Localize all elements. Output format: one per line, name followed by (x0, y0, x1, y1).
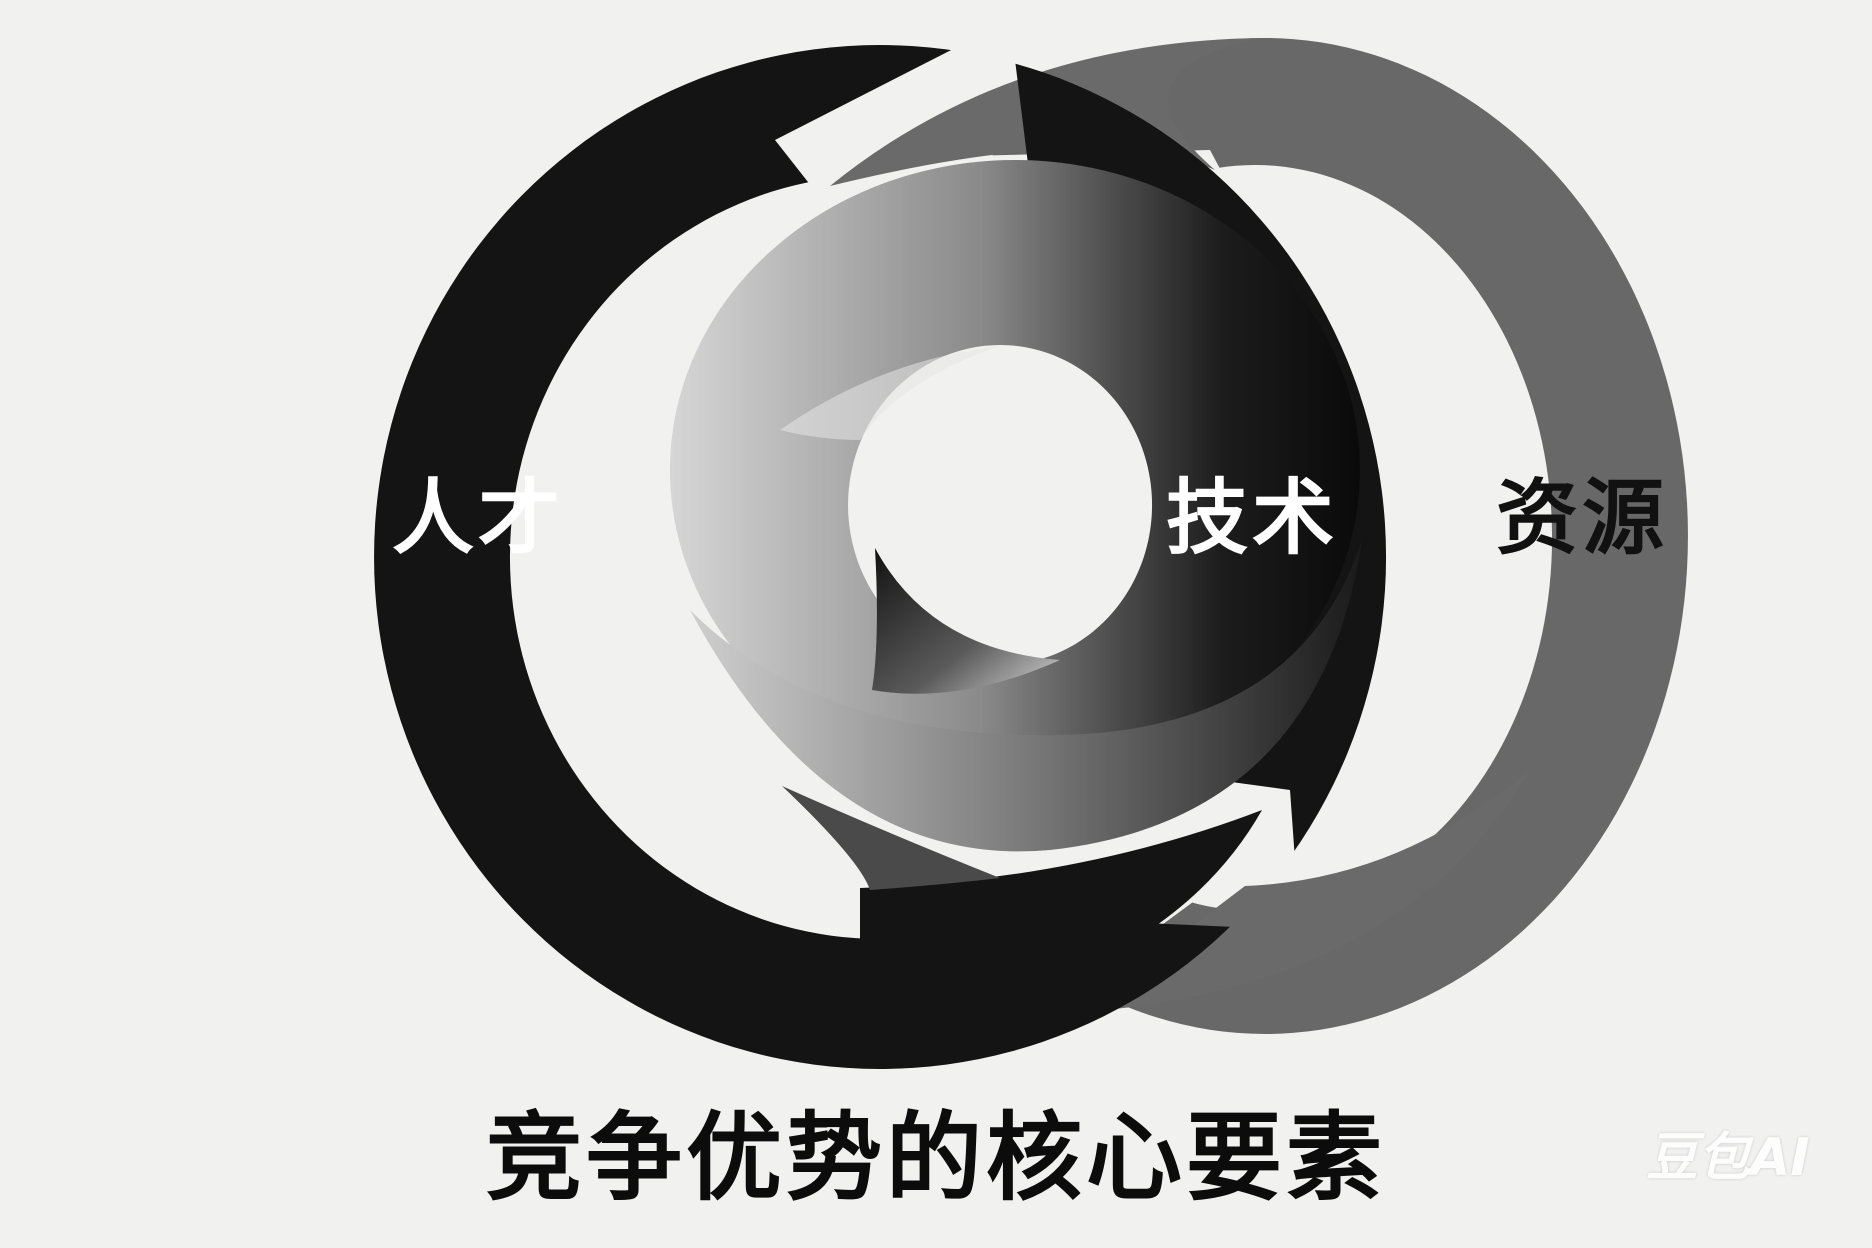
watermark-logo: 豆包AI (1646, 1132, 1810, 1184)
resources-label: 资源 (1496, 471, 1669, 566)
talent-ring-inner-shard (782, 786, 1000, 890)
resources-ring (841, 38, 1688, 1035)
technology-label: 技术 (1166, 471, 1339, 566)
technology-ring-inner-swirl (872, 548, 1060, 694)
talent-ring-bottom-tail (860, 810, 1262, 1024)
technology-ring-lower-sweep (690, 540, 1362, 852)
talent-label: 人才 (392, 471, 565, 566)
watermark-text: 豆包AI (1646, 1128, 1810, 1188)
technology-ring (669, 160, 1360, 781)
technology-ring-highlight (780, 346, 1000, 440)
diagram-title: 竞争优势的核心要素 (486, 1102, 1386, 1214)
